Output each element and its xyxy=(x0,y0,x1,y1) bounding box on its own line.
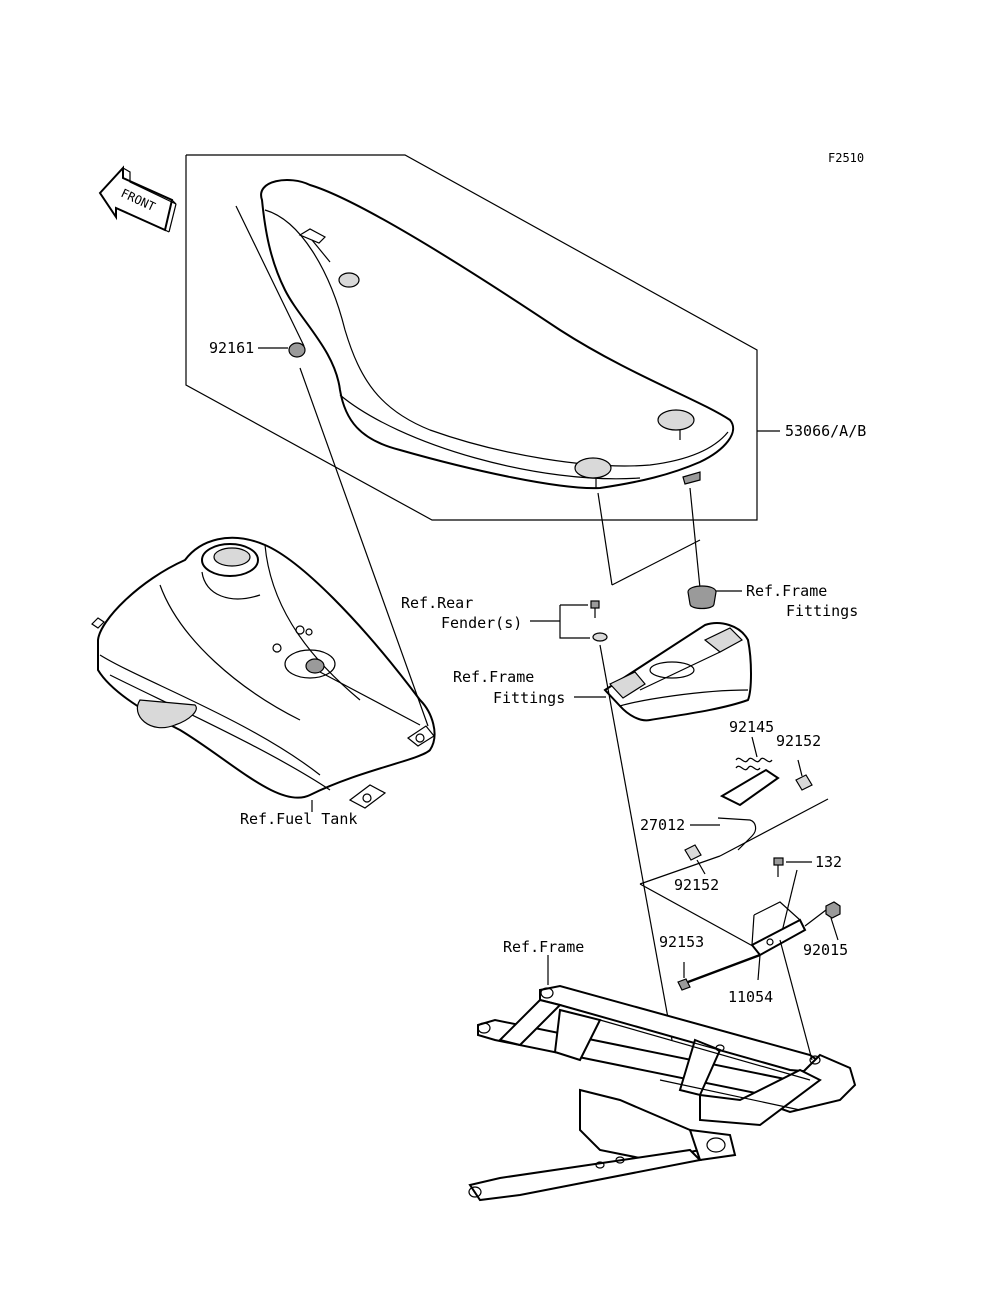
callout-27012: 27012 xyxy=(640,816,685,834)
callout-92152-upper: 92152 xyxy=(776,732,821,750)
callout-92015: 92015 xyxy=(803,941,848,959)
nut-92015 xyxy=(804,901,841,941)
callout-92152-lower: 92152 xyxy=(674,876,719,894)
callout-rear-fender-line2: Fender(s) xyxy=(441,614,522,632)
bracket-11054 xyxy=(750,901,807,981)
callout-92153: 92153 xyxy=(659,933,704,951)
seat-enclosure xyxy=(185,154,758,521)
callout-frame-fittings-lower-line2: Fittings xyxy=(493,689,565,707)
fuel-tank xyxy=(91,536,436,809)
grommet xyxy=(687,585,742,610)
frame xyxy=(468,984,857,1202)
callout-frame-fittings-upper-line1: Ref.Frame xyxy=(746,582,827,600)
callout-fuel-tank: Ref.Fuel Tank xyxy=(240,810,357,828)
callout-132: 132 xyxy=(815,853,842,871)
hook-lever-27012 xyxy=(690,768,780,851)
callout-frame-fittings-lower-line1: Ref.Frame xyxy=(453,668,534,686)
callout-53066: 53066/A/B xyxy=(785,422,866,440)
seat xyxy=(260,179,735,490)
collar-92152-upper xyxy=(795,759,813,791)
callout-frame-ref: Ref.Frame xyxy=(503,938,584,956)
callout-92161: 92161 xyxy=(209,339,254,357)
callout-92145: 92145 xyxy=(729,718,774,736)
seat-damper-92161: 92161 xyxy=(209,339,306,358)
callout-11054: 11054 xyxy=(728,988,773,1006)
shaft-92153 xyxy=(677,953,761,991)
front-arrow-icon: FRONT xyxy=(98,165,177,233)
spring-92145 xyxy=(735,736,773,771)
figure-code: F2510 xyxy=(828,151,864,165)
collar-92152-lower xyxy=(684,844,706,875)
callout-frame-fittings-upper-line2: Fittings xyxy=(786,602,858,620)
callout-rear-fender-line1: Ref.Rear xyxy=(401,594,473,612)
seat-catch-base xyxy=(603,622,752,722)
rear-fender-fasteners xyxy=(530,600,608,642)
